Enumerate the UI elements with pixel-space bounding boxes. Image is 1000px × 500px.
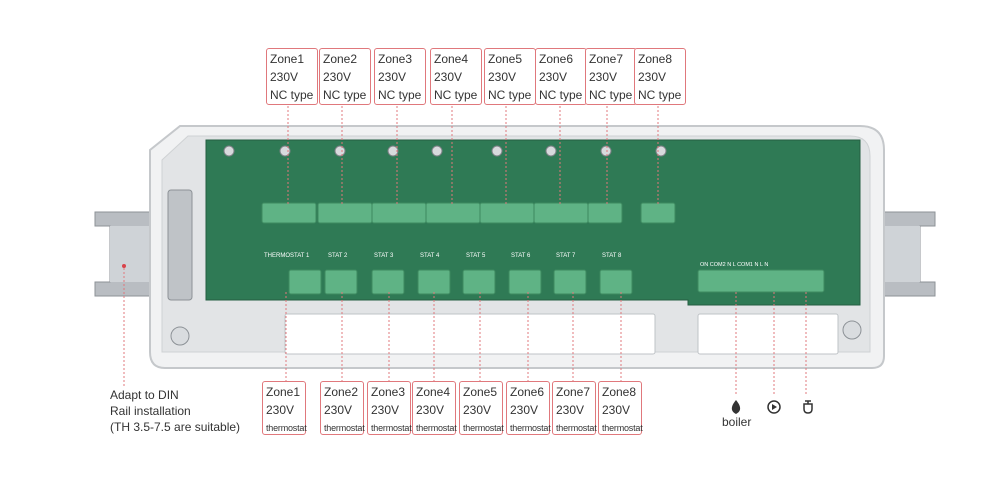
callout-lines [123, 106, 807, 395]
boiler-label: boiler [722, 415, 752, 429]
valve-icon [803, 400, 813, 414]
stat-label-1: THERMOSTAT 1 [264, 253, 310, 259]
flame-icon [731, 400, 741, 414]
cable-clamps [284, 313, 839, 355]
output-terminal-header: ON COM2 N L COM1 N L N [700, 262, 768, 268]
din-rail-note: Adapt to DIN Rail installation (TH 3.5-7… [110, 388, 241, 434]
stat-label-3: STAT 3 [374, 253, 394, 259]
stat-label-8: STAT 8 [602, 253, 622, 259]
output-terminals [697, 269, 825, 293]
thermostat-terminals [288, 269, 633, 295]
stat-label-7: STAT 7 [556, 253, 576, 259]
stat-label-6: STAT 6 [511, 253, 531, 259]
valve-terminals [261, 202, 676, 224]
pump-icon [767, 400, 781, 414]
stat-label-5: STAT 5 [466, 253, 486, 259]
stat-label-2: STAT 2 [328, 253, 348, 259]
stat-label-4: STAT 4 [420, 253, 440, 259]
mounting-screws [223, 145, 667, 157]
